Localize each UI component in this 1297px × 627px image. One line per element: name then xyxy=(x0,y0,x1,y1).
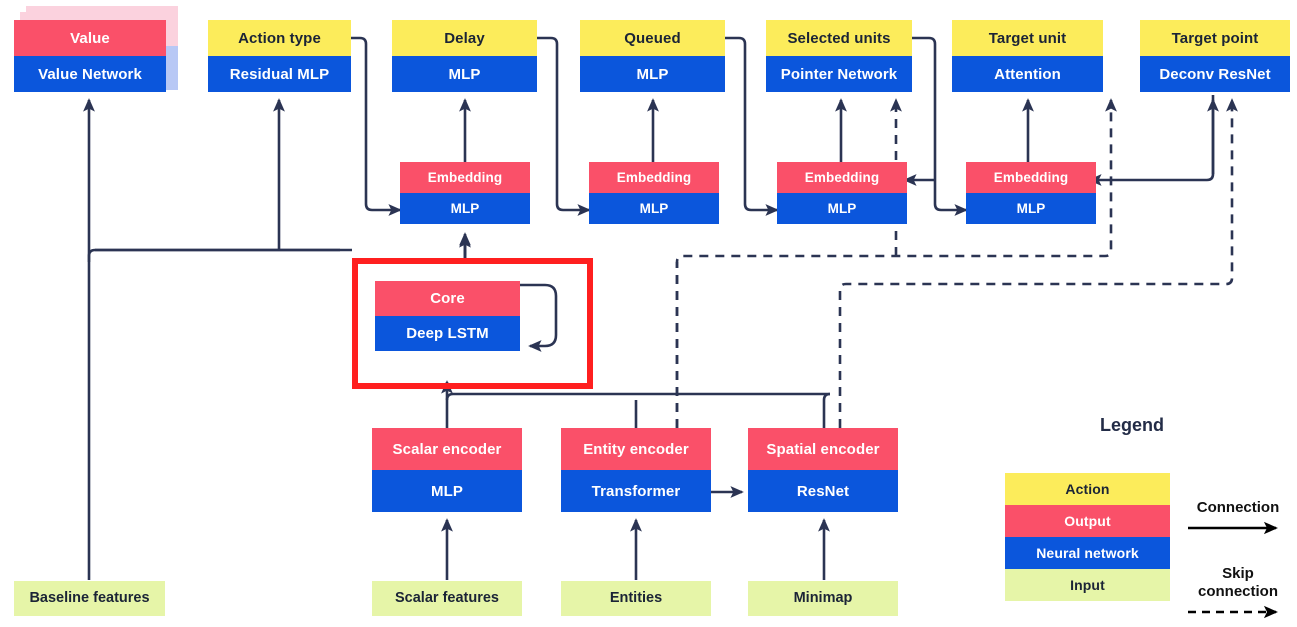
node-spatial-encoder-output: Spatial encoder xyxy=(748,428,898,470)
input-entities[interactable]: Entities xyxy=(561,581,711,616)
node-target-point-network: Deconv ResNet xyxy=(1140,56,1290,92)
node-action-type[interactable]: Action type Residual MLP xyxy=(208,20,351,92)
node-target-unit-network: Attention xyxy=(952,56,1103,92)
node-delay-action: Delay xyxy=(392,20,537,56)
node-embedding-3[interactable]: Embedding MLP xyxy=(777,162,907,224)
node-embedding-2-output: Embedding xyxy=(589,162,719,193)
node-queued[interactable]: Queued MLP xyxy=(580,20,725,92)
node-selected-units-network: Pointer Network xyxy=(766,56,912,92)
node-selected-units[interactable]: Selected units Pointer Network xyxy=(766,20,912,92)
node-action-type-action: Action type xyxy=(208,20,351,56)
node-target-point[interactable]: Target point Deconv ResNet xyxy=(1140,20,1290,92)
input-scalar-features[interactable]: Scalar features xyxy=(372,581,522,616)
node-delay[interactable]: Delay MLP xyxy=(392,20,537,92)
node-scalar-encoder-output: Scalar encoder xyxy=(372,428,522,470)
node-target-unit[interactable]: Target unit Attention xyxy=(952,20,1103,92)
node-entity-encoder-network: Transformer xyxy=(561,470,711,512)
node-embedding-4-output: Embedding xyxy=(966,162,1096,193)
node-spatial-encoder-network: ResNet xyxy=(748,470,898,512)
input-baseline-features[interactable]: Baseline features xyxy=(14,581,165,616)
legend-swatch-output: Output xyxy=(1005,505,1170,537)
node-embedding-2[interactable]: Embedding MLP xyxy=(589,162,719,224)
input-minimap[interactable]: Minimap xyxy=(748,581,898,616)
legend-skip-label: Skip connection xyxy=(1197,565,1278,600)
node-embedding-2-network: MLP xyxy=(589,193,719,224)
node-target-unit-action: Target unit xyxy=(952,20,1103,56)
node-embedding-1-output: Embedding xyxy=(400,162,530,193)
node-scalar-encoder[interactable]: Scalar encoder MLP xyxy=(372,428,522,512)
legend-arrows: Connection Skip connection xyxy=(1188,499,1288,619)
legend-swatch-neural-network: Neural network xyxy=(1005,537,1170,569)
node-delay-network: MLP xyxy=(392,56,537,92)
node-embedding-3-network: MLP xyxy=(777,193,907,224)
node-action-type-network: Residual MLP xyxy=(208,56,351,92)
node-core[interactable]: Core Deep LSTM xyxy=(375,281,520,351)
node-queued-action: Queued xyxy=(580,20,725,56)
node-embedding-1-network: MLP xyxy=(400,193,530,224)
legend-connection-label: Connection xyxy=(1196,499,1280,516)
node-value-action: Value xyxy=(14,20,166,56)
node-core-network: Deep LSTM xyxy=(375,316,520,351)
node-spatial-encoder[interactable]: Spatial encoder ResNet xyxy=(748,428,898,512)
node-embedding-3-output: Embedding xyxy=(777,162,907,193)
node-value[interactable]: Value Value Network xyxy=(14,20,166,92)
legend-connection-arrow-icon xyxy=(1188,522,1278,535)
legend-swatches: Action Output Neural network Input xyxy=(1005,473,1170,601)
legend-swatch-input: Input xyxy=(1005,569,1170,601)
node-embedding-1[interactable]: Embedding MLP xyxy=(400,162,530,224)
node-scalar-encoder-network: MLP xyxy=(372,470,522,512)
node-queued-network: MLP xyxy=(580,56,725,92)
legend-skip-arrow-icon xyxy=(1188,605,1278,618)
node-embedding-4-network: MLP xyxy=(966,193,1096,224)
legend-swatch-action: Action xyxy=(1005,473,1170,505)
node-core-output: Core xyxy=(375,281,520,316)
node-target-point-action: Target point xyxy=(1140,20,1290,56)
legend: Legend Action Output Neural network Inpu… xyxy=(976,415,1288,620)
node-selected-units-action: Selected units xyxy=(766,20,912,56)
node-entity-encoder[interactable]: Entity encoder Transformer xyxy=(561,428,711,512)
node-embedding-4[interactable]: Embedding MLP xyxy=(966,162,1096,224)
legend-title: Legend xyxy=(1099,415,1164,435)
core-highlight-box xyxy=(352,258,593,389)
node-entity-encoder-output: Entity encoder xyxy=(561,428,711,470)
node-value-network: Value Network xyxy=(14,56,166,92)
